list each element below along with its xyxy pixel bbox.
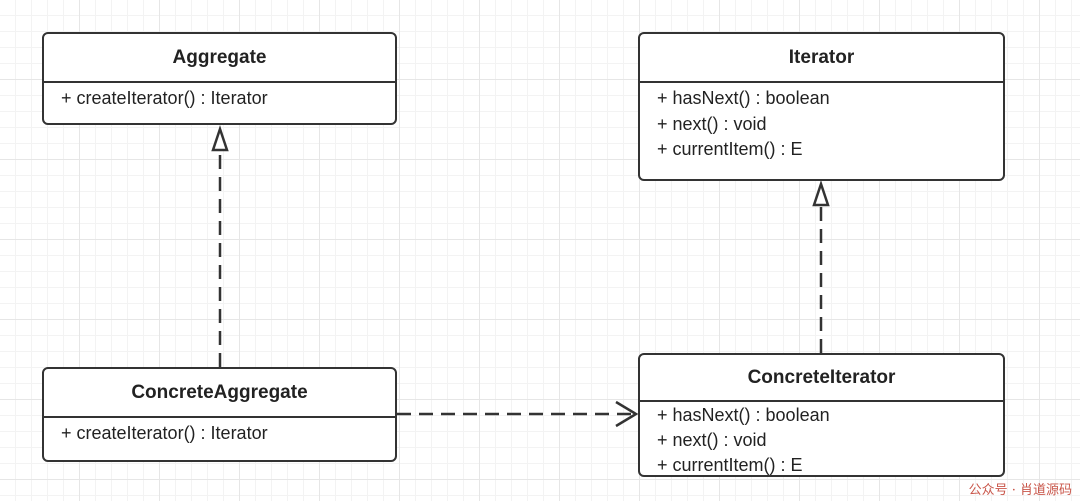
method: + hasNext() : boolean: [657, 405, 830, 425]
method: + currentItem() : E: [657, 139, 803, 159]
method: + createIterator() : Iterator: [61, 423, 268, 443]
realization-arrowhead-iterator: [812, 180, 830, 207]
method: + next() : void: [657, 430, 767, 450]
realization-arrowhead-aggregate: [211, 125, 229, 152]
dependency-arrowhead: [615, 400, 639, 428]
class-concrete-iterator-methods: + hasNext() : boolean + next() : void + …: [640, 402, 1003, 475]
class-iterator: Iterator + hasNext() : boolean + next() …: [638, 32, 1005, 181]
watermark: 公众号 · 肖道源码: [968, 483, 1072, 498]
class-iterator-name: Iterator: [640, 34, 1003, 83]
class-concrete-aggregate: ConcreteAggregate + createIterator() : I…: [42, 367, 397, 462]
class-concrete-iterator-name: ConcreteIterator: [640, 355, 1003, 402]
class-concrete-aggregate-name: ConcreteAggregate: [44, 369, 395, 418]
method: + currentItem() : E: [657, 455, 803, 475]
method: + hasNext() : boolean: [657, 88, 830, 108]
class-aggregate: Aggregate + createIterator() : Iterator: [42, 32, 397, 125]
class-concrete-aggregate-methods: + createIterator() : Iterator: [44, 418, 395, 447]
method: + next() : void: [657, 113, 767, 134]
class-iterator-methods: + hasNext() : boolean + next() : void + …: [640, 83, 1003, 163]
class-concrete-iterator: ConcreteIterator + hasNext() : boolean +…: [638, 353, 1005, 477]
class-aggregate-methods: + createIterator() : Iterator: [44, 83, 395, 112]
class-aggregate-name: Aggregate: [44, 34, 395, 83]
method: + createIterator() : Iterator: [61, 88, 268, 108]
